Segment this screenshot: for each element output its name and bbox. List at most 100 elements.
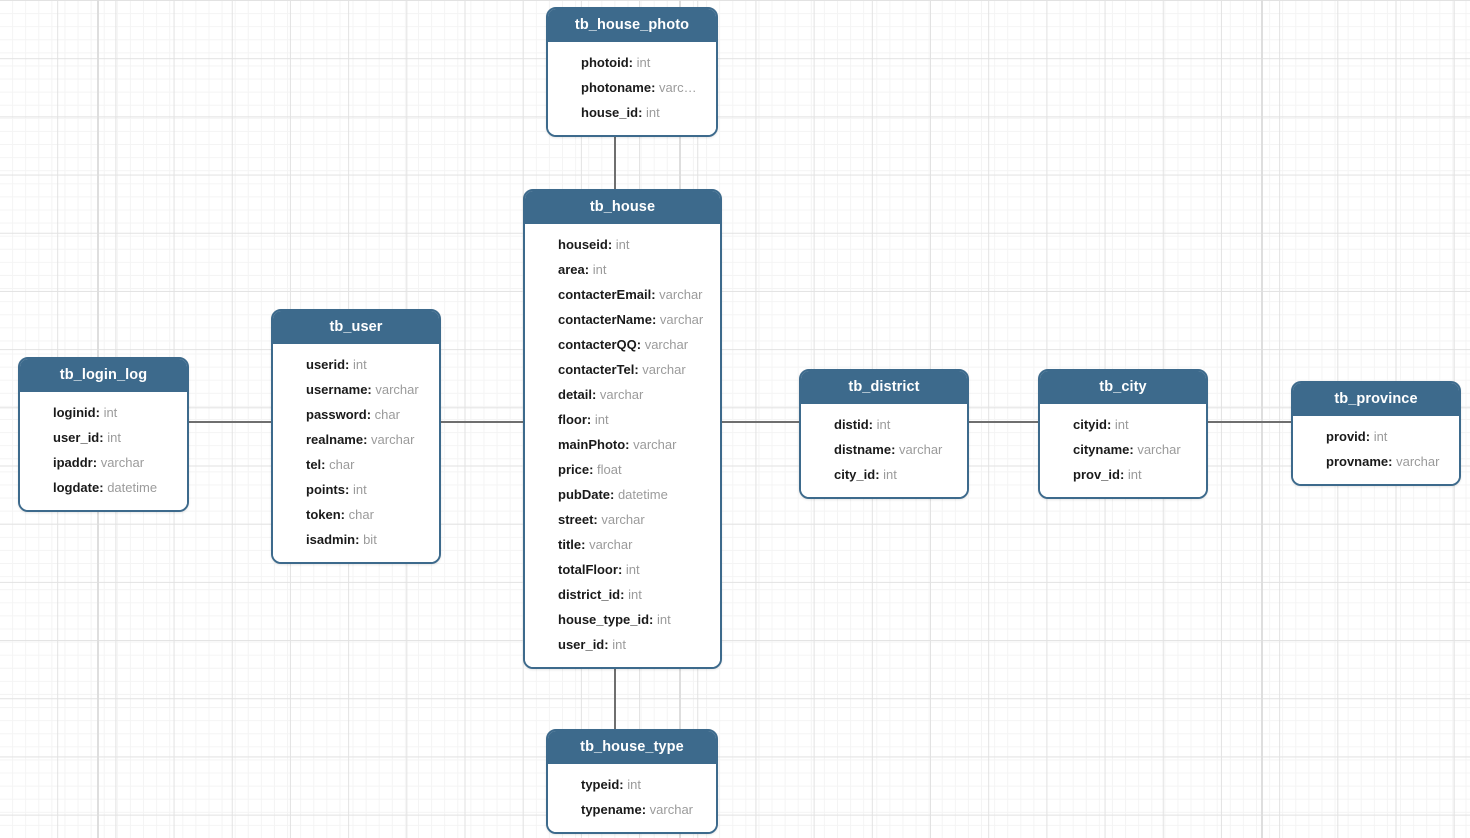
field-name: house_type_id bbox=[558, 612, 650, 627]
field-row[interactable]: isadmin: bit bbox=[273, 527, 439, 552]
field-separator: : bbox=[1119, 467, 1128, 482]
field-row[interactable]: password: char bbox=[273, 402, 439, 427]
field-row[interactable]: points: int bbox=[273, 477, 439, 502]
relationship-connector-city-province[interactable] bbox=[1207, 421, 1293, 423]
field-row[interactable]: photoname: varc… bbox=[548, 75, 716, 100]
field-separator: : bbox=[604, 637, 613, 652]
field-type: int bbox=[103, 405, 118, 420]
field-row[interactable]: totalFloor: int bbox=[525, 557, 720, 582]
relationship-connector-user-house[interactable] bbox=[440, 421, 525, 423]
field-type: varchar bbox=[659, 312, 704, 327]
field-row[interactable]: provname: varchar bbox=[1293, 449, 1459, 474]
field-name: password bbox=[306, 407, 367, 422]
field-name: detail bbox=[558, 387, 592, 402]
entity-title-tb_house: tb_house bbox=[525, 191, 720, 224]
relationship-connector-house-type[interactable] bbox=[614, 663, 616, 730]
field-type: varchar bbox=[642, 362, 686, 377]
field-row[interactable]: distname: varchar bbox=[801, 437, 967, 462]
relationship-connector-loginlog-user[interactable] bbox=[188, 421, 273, 423]
field-row[interactable]: house_type_id: int bbox=[525, 607, 720, 632]
field-separator: : bbox=[610, 487, 618, 502]
field-row[interactable]: price: float bbox=[525, 457, 720, 482]
grid-axis-rule bbox=[1261, 0, 1263, 838]
field-row[interactable]: district_id: int bbox=[525, 582, 720, 607]
field-row[interactable]: user_id: int bbox=[20, 425, 187, 450]
field-row[interactable]: distid: int bbox=[801, 412, 967, 437]
field-row[interactable]: prov_id: int bbox=[1040, 462, 1206, 487]
field-row[interactable]: typeid: int bbox=[548, 772, 716, 797]
relationship-connector-house-photo[interactable] bbox=[614, 131, 616, 190]
field-row[interactable]: tel: char bbox=[273, 452, 439, 477]
field-separator: : bbox=[593, 512, 602, 527]
field-row[interactable]: typename: varchar bbox=[548, 797, 716, 822]
field-row[interactable]: realname: varchar bbox=[273, 427, 439, 452]
field-type: int bbox=[883, 467, 897, 482]
field-type: varchar bbox=[649, 802, 694, 817]
field-row[interactable]: token: char bbox=[273, 502, 439, 527]
field-row[interactable]: mainPhoto: varchar bbox=[525, 432, 720, 457]
field-type: datetime bbox=[107, 480, 158, 495]
entity-title-tb_city: tb_city bbox=[1040, 371, 1206, 404]
field-row[interactable]: cityid: int bbox=[1040, 412, 1206, 437]
field-row[interactable]: logdate: datetime bbox=[20, 475, 187, 500]
field-name: title bbox=[558, 537, 582, 552]
field-row[interactable]: contacterEmail: varchar bbox=[525, 282, 720, 307]
field-row[interactable]: area: int bbox=[525, 257, 720, 282]
field-type: varchar bbox=[644, 337, 689, 352]
field-type: int bbox=[1114, 417, 1129, 432]
entity-title-tb_house_photo: tb_house_photo bbox=[548, 9, 716, 42]
field-name: photoid bbox=[581, 55, 629, 70]
field-row[interactable]: loginid: int bbox=[20, 400, 187, 425]
field-row[interactable]: contacterTel: varchar bbox=[525, 357, 720, 382]
field-separator: : bbox=[581, 537, 590, 552]
relationship-connector-district-city[interactable] bbox=[968, 421, 1040, 423]
field-row[interactable]: username: varchar bbox=[273, 377, 439, 402]
field-row[interactable]: contacterName: varchar bbox=[525, 307, 720, 332]
field-type: varchar bbox=[899, 442, 943, 457]
field-type: int bbox=[625, 562, 640, 577]
field-row[interactable]: contacterQQ: varchar bbox=[525, 332, 720, 357]
field-row[interactable]: floor: int bbox=[525, 407, 720, 432]
field-separator: : bbox=[619, 777, 628, 792]
relationship-connector-house-district[interactable] bbox=[721, 421, 801, 423]
field-row[interactable]: street: varchar bbox=[525, 507, 720, 532]
field-row[interactable]: title: varchar bbox=[525, 532, 720, 557]
field-row[interactable]: detail: varchar bbox=[525, 382, 720, 407]
field-row[interactable]: pubDate: datetime bbox=[525, 482, 720, 507]
field-separator: : bbox=[340, 507, 349, 522]
field-separator: : bbox=[363, 432, 372, 447]
field-name: provname bbox=[1326, 454, 1389, 469]
field-name: username bbox=[306, 382, 368, 397]
field-row[interactable]: user_id: int bbox=[525, 632, 720, 657]
field-row[interactable]: photoid: int bbox=[548, 50, 716, 75]
field-row[interactable]: houseid: int bbox=[525, 232, 720, 257]
field-name: houseid bbox=[558, 237, 608, 252]
field-name: distid bbox=[834, 417, 869, 432]
field-separator: : bbox=[891, 442, 900, 457]
field-row[interactable]: provid: int bbox=[1293, 424, 1459, 449]
field-row[interactable]: city_id: int bbox=[801, 462, 967, 487]
field-row[interactable]: cityname: varchar bbox=[1040, 437, 1206, 462]
field-row[interactable]: house_id: int bbox=[548, 100, 716, 125]
field-name: tel bbox=[306, 457, 322, 472]
field-separator: : bbox=[591, 387, 600, 402]
field-separator: : bbox=[651, 80, 660, 95]
field-row[interactable]: ipaddr: varchar bbox=[20, 450, 187, 475]
field-type: int bbox=[656, 612, 671, 627]
field-row[interactable]: userid: int bbox=[273, 352, 439, 377]
field-type: varchar bbox=[1396, 454, 1440, 469]
entity-title-tb_house_type: tb_house_type bbox=[548, 731, 716, 764]
